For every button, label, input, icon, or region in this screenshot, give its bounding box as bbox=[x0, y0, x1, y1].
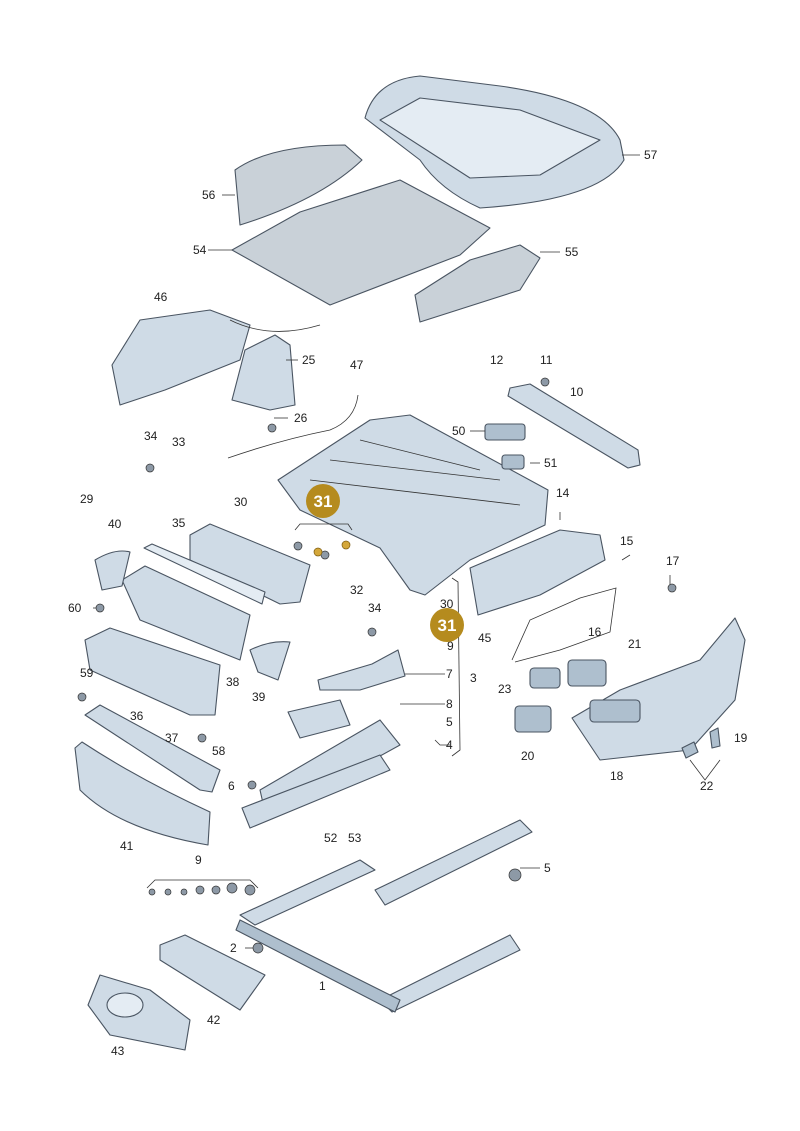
label-55: 55 bbox=[565, 245, 579, 259]
part-57-cushion-cover bbox=[364, 75, 625, 209]
label-8: 8 bbox=[446, 697, 453, 711]
label-7: 7 bbox=[446, 667, 453, 681]
label-56: 56 bbox=[202, 188, 216, 202]
part-51-clip bbox=[501, 454, 525, 470]
svg-text:31: 31 bbox=[314, 492, 333, 511]
part-23-switch bbox=[529, 667, 561, 689]
part-55-foam-side bbox=[414, 244, 541, 323]
label-2: 2 bbox=[230, 941, 237, 955]
label-4: 4 bbox=[446, 738, 453, 752]
label-20: 20 bbox=[521, 749, 535, 763]
label-50: 50 bbox=[452, 424, 466, 438]
label-19: 19 bbox=[734, 731, 748, 745]
label-59: 59 bbox=[80, 666, 94, 680]
label-45: 45 bbox=[478, 631, 492, 645]
label-57: 57 bbox=[644, 148, 658, 162]
part-38-housing bbox=[121, 565, 251, 661]
part-8-motor bbox=[287, 699, 351, 739]
part-number-labels: 1 2 3 4 5 5 6 7 8 9 9 10 11 12 14 15 16 … bbox=[68, 148, 748, 1058]
label-18: 18 bbox=[610, 769, 624, 783]
part-35-strip bbox=[143, 543, 266, 605]
label-40: 40 bbox=[108, 517, 122, 531]
badge-31-top: 31 bbox=[306, 484, 340, 518]
part-40-trim bbox=[94, 550, 131, 591]
part-7-motor bbox=[317, 649, 406, 691]
label-9: 9 bbox=[195, 853, 202, 867]
label-34: 34 bbox=[144, 429, 158, 443]
part-45-side-trim bbox=[469, 529, 606, 616]
label-22: 22 bbox=[700, 779, 714, 793]
label-9b: 9 bbox=[447, 639, 454, 653]
label-54: 54 bbox=[193, 243, 207, 257]
part-39-trim bbox=[249, 641, 291, 681]
part-1-base-frame bbox=[235, 859, 521, 1013]
label-35: 35 bbox=[172, 516, 186, 530]
part-56-foam-bolster bbox=[234, 144, 363, 226]
seat-frame bbox=[277, 414, 549, 596]
svg-text:31: 31 bbox=[438, 616, 457, 635]
label-5: 5 bbox=[544, 861, 551, 875]
label-58: 58 bbox=[212, 744, 226, 758]
part-50-clip bbox=[484, 423, 526, 441]
label-39: 39 bbox=[252, 690, 266, 704]
label-6: 6 bbox=[228, 779, 235, 793]
label-17: 17 bbox=[666, 554, 680, 568]
label-23: 23 bbox=[498, 682, 512, 696]
label-33: 33 bbox=[172, 435, 186, 449]
label-42: 42 bbox=[207, 1013, 221, 1027]
label-46: 46 bbox=[154, 290, 168, 304]
part-46-side-panel bbox=[111, 309, 251, 406]
label-51: 51 bbox=[544, 456, 558, 470]
label-30: 30 bbox=[234, 495, 248, 509]
highlighted-bolts bbox=[313, 540, 351, 557]
label-36: 36 bbox=[130, 709, 144, 723]
label-15: 15 bbox=[620, 534, 634, 548]
label-60: 60 bbox=[68, 601, 82, 615]
part-54-foam-pad bbox=[231, 179, 491, 306]
label-5b: 5 bbox=[446, 715, 453, 729]
part-10-rail bbox=[507, 383, 641, 469]
part-20-switch bbox=[514, 705, 552, 733]
label-30b: 30 bbox=[440, 597, 454, 611]
rail-left bbox=[241, 754, 391, 829]
part-42-bracket bbox=[159, 934, 266, 1011]
label-16: 16 bbox=[588, 625, 602, 639]
fasteners bbox=[77, 377, 677, 954]
label-37: 37 bbox=[165, 731, 179, 745]
leader-lines bbox=[93, 154, 721, 949]
label-14: 14 bbox=[556, 486, 570, 500]
rail-right bbox=[374, 819, 533, 906]
label-34b: 34 bbox=[368, 601, 382, 615]
part-41-front-trim bbox=[74, 741, 211, 846]
part-21-switch bbox=[567, 659, 607, 687]
label-41: 41 bbox=[120, 839, 134, 853]
label-1: 1 bbox=[319, 979, 326, 993]
label-29: 29 bbox=[80, 492, 94, 506]
label-21: 21 bbox=[628, 637, 642, 651]
label-26: 26 bbox=[294, 411, 308, 425]
label-52: 52 bbox=[324, 831, 338, 845]
label-32: 32 bbox=[350, 583, 364, 597]
part-36-frame bbox=[84, 627, 221, 716]
part-25-bracket bbox=[231, 334, 296, 411]
label-11: 11 bbox=[540, 353, 553, 367]
label-47: 47 bbox=[350, 358, 364, 372]
label-43: 43 bbox=[111, 1044, 125, 1058]
label-10: 10 bbox=[570, 385, 584, 399]
label-3: 3 bbox=[470, 671, 477, 685]
part-58-strip bbox=[84, 704, 221, 793]
label-38: 38 bbox=[226, 675, 240, 689]
label-25: 25 bbox=[302, 353, 316, 367]
part-18-side-cover bbox=[571, 617, 746, 761]
badge-31-bottom: 31 bbox=[430, 608, 464, 642]
label-53: 53 bbox=[348, 831, 362, 845]
label-12: 12 bbox=[490, 353, 504, 367]
